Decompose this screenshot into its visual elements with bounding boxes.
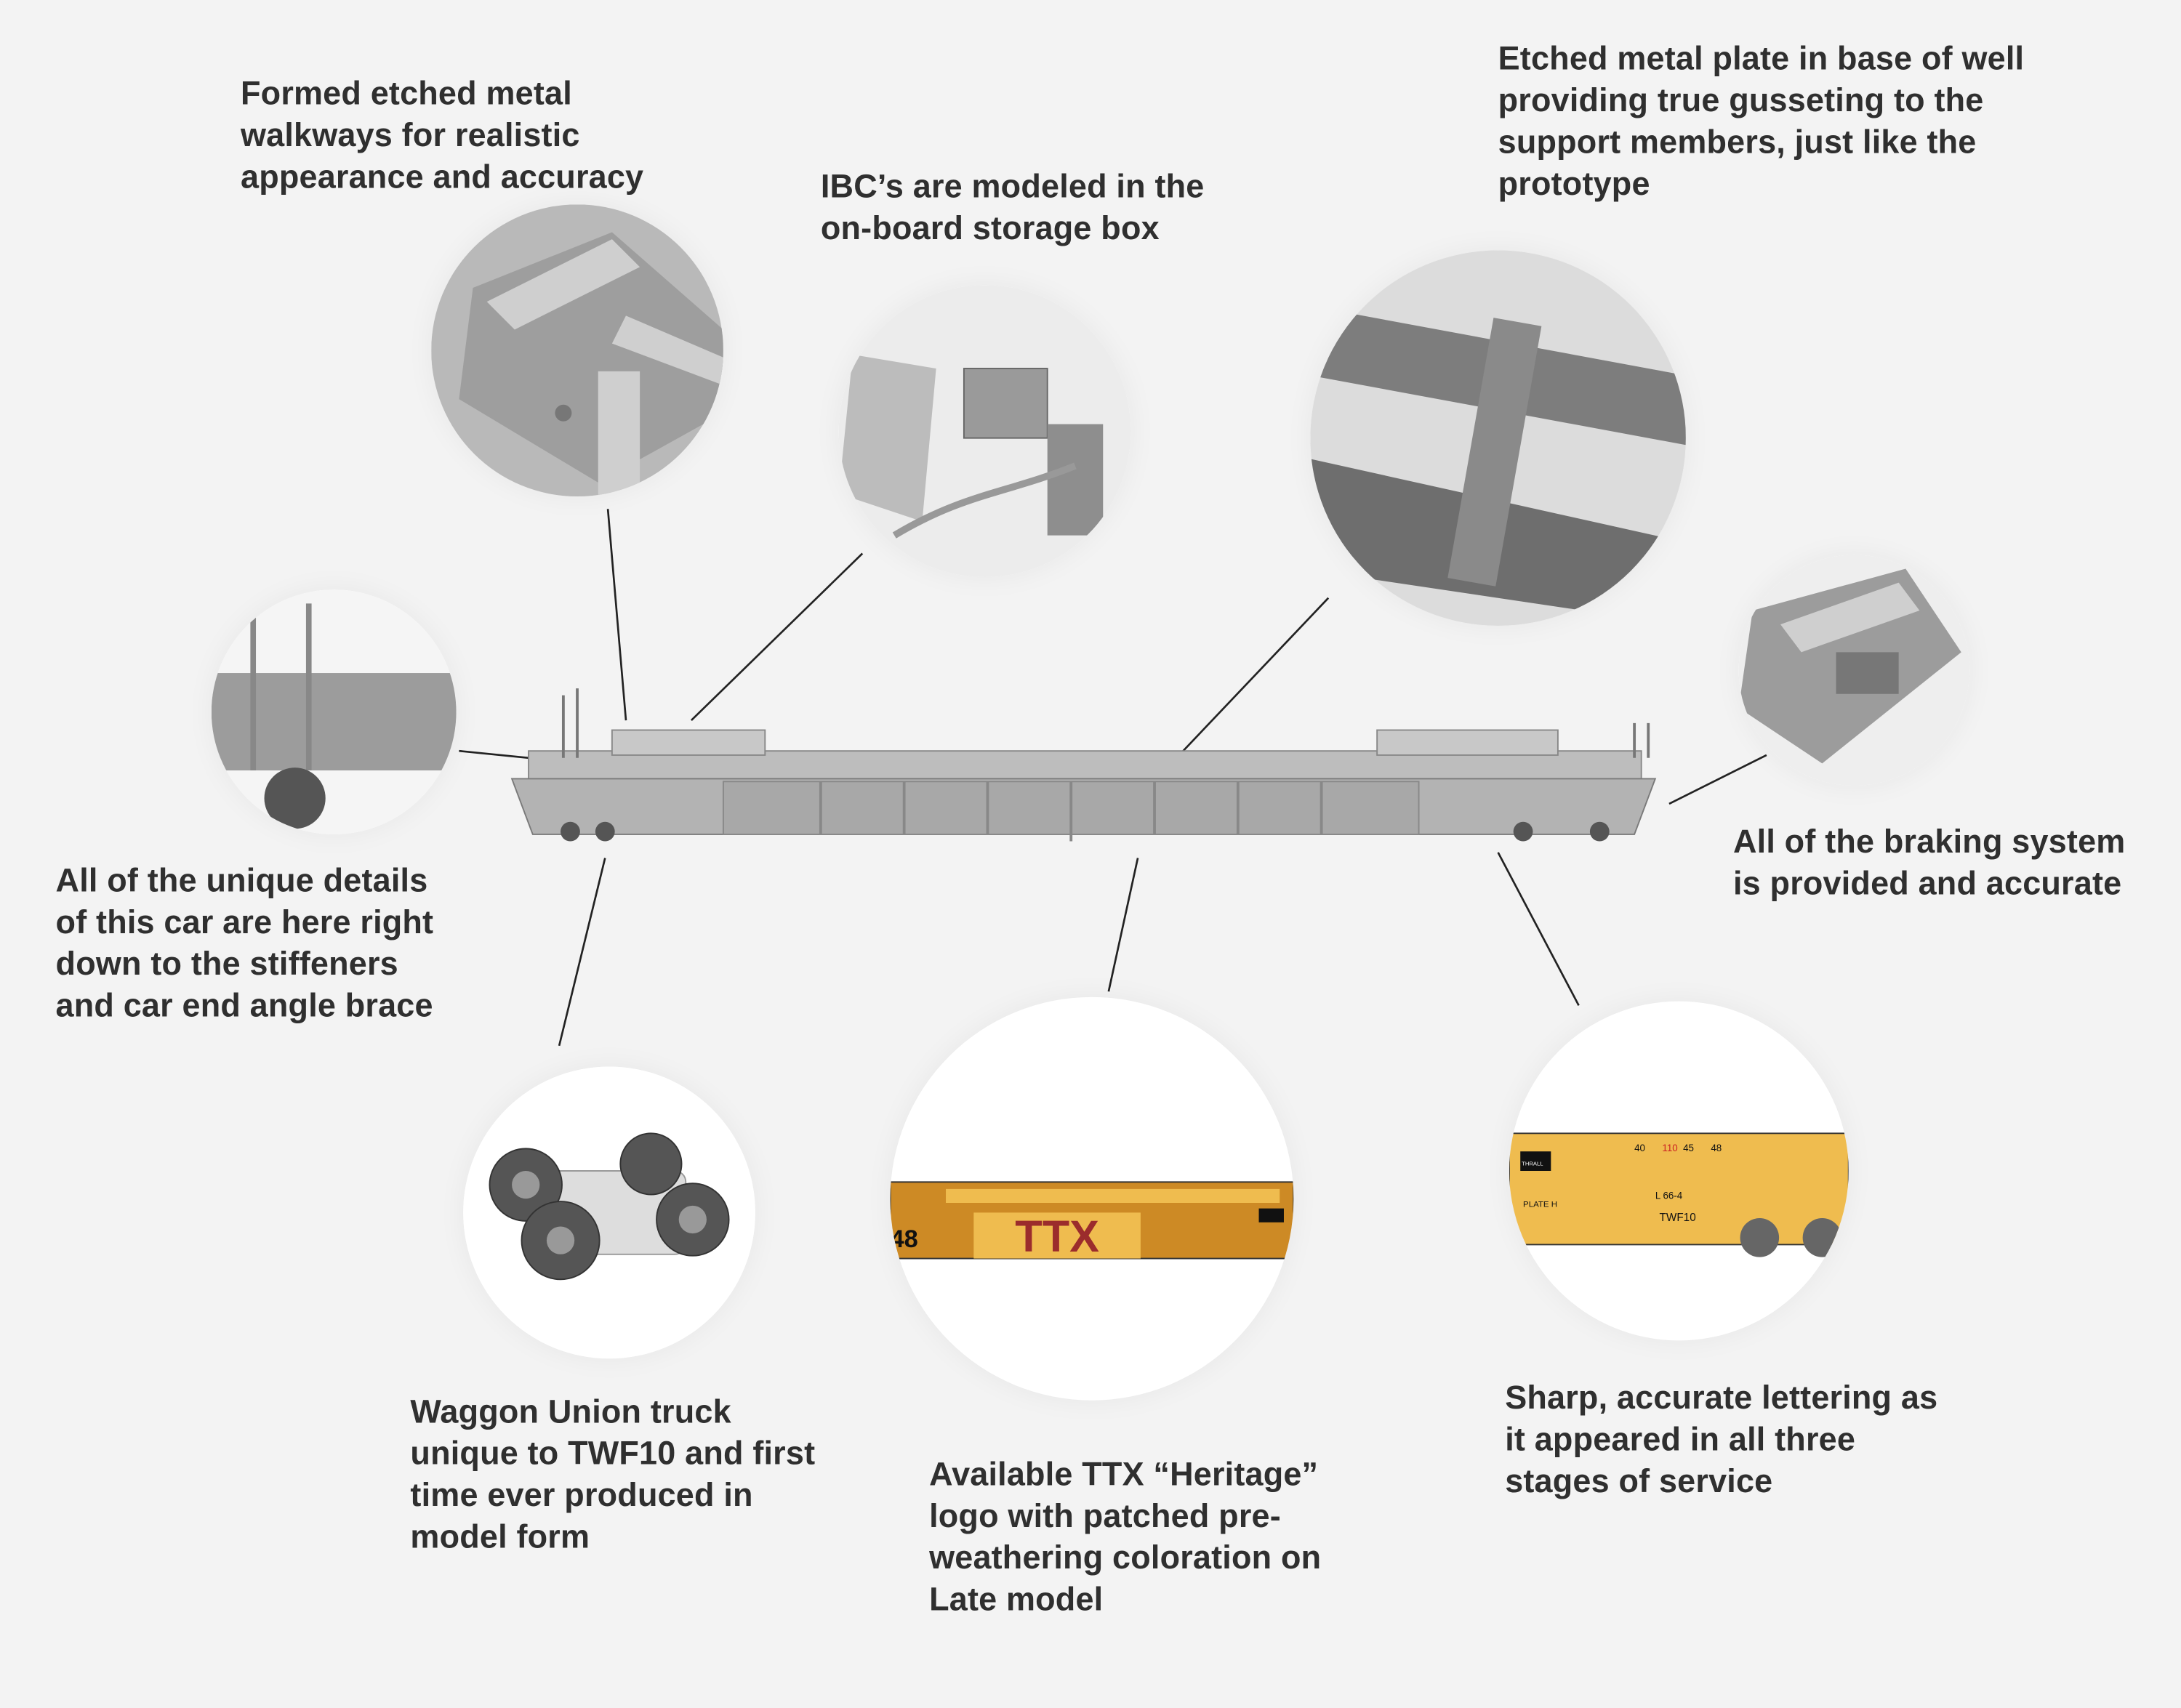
caption-line: All of the unique details: [55, 862, 428, 898]
car-end-detail-image: [211, 589, 457, 834]
caption-line: down to the stiffeners: [55, 946, 398, 982]
caption-line: model form: [410, 1518, 590, 1555]
caption-line: support members, just like the: [1498, 124, 1977, 161]
ttx-logo: TTX: [1015, 1212, 1099, 1261]
lettering-detail-image: 40 110 45 48 PLATE H L 66-4 TWF10 THRALL: [1509, 1001, 1849, 1341]
waggon-union-truck-image: [463, 1066, 755, 1359]
caption-line: is provided and accurate: [1732, 865, 2122, 901]
plate-marking: PLATE H: [1523, 1201, 1557, 1209]
caption-line: weathering coloration on: [929, 1539, 1322, 1576]
leader-line-lettering: [1497, 852, 1580, 1006]
caption-line: and car end angle brace: [55, 987, 433, 1024]
caption-line: Available TTX “Heritage”: [929, 1456, 1319, 1492]
caption-line: Formed etched metal: [241, 75, 572, 112]
caption-heritage: Available TTX “Heritage” logo with patch…: [929, 1453, 1321, 1620]
caption-line: on-board storage box: [820, 209, 1160, 246]
load-mark-110: 110: [1662, 1143, 1677, 1153]
load-mark-48: 48: [1711, 1143, 1722, 1153]
caption-line: walkways for realistic: [241, 116, 580, 153]
caption-line: Waggon Union truck: [410, 1393, 731, 1430]
caption-line: Sharp, accurate lettering as: [1505, 1379, 1938, 1416]
caption-line: providing true gusseting to the: [1498, 81, 1984, 118]
caption-line: unique to TWF10 and first: [410, 1435, 816, 1472]
car-body: [510, 688, 1657, 842]
caption-line: of this car are here right: [55, 903, 434, 940]
caption-line: time ever produced in: [410, 1476, 753, 1513]
caption-details: All of the unique details of this car ar…: [56, 859, 434, 1026]
caption-line: stages of service: [1505, 1462, 1773, 1499]
caption-truck: Waggon Union truck unique to TWF10 and f…: [410, 1390, 815, 1558]
caption-ibc: IBC’s are modeled in the on-board storag…: [821, 166, 1205, 249]
leader-line-heritage: [1107, 858, 1139, 992]
car-number: 48: [891, 1225, 918, 1253]
well-plate-detail-image: [1310, 250, 1686, 626]
ibc-storage-box-image: [838, 285, 1131, 578]
load-mark-45: 45: [1683, 1143, 1694, 1153]
caption-line: logo with patched pre-: [929, 1497, 1281, 1534]
caption-line: Late model: [929, 1581, 1104, 1618]
caption-line: IBC’s are modeled in the: [820, 168, 1205, 205]
caption-line: prototype: [1498, 165, 1650, 202]
ttx-heritage-logo-image: TTX 48: [890, 996, 1294, 1401]
builder-logo: THRALL: [1522, 1160, 1543, 1167]
caption-plate: Etched metal plate in base of well provi…: [1498, 38, 2025, 205]
class-marking: L 66-4: [1655, 1190, 1683, 1201]
caption-line: All of the braking system: [1732, 823, 2126, 860]
caption-braking: All of the braking system is provided an…: [1733, 821, 2125, 904]
caption-line: it appeared in all three: [1505, 1421, 1856, 1458]
reporting-marks: TWF10: [1660, 1212, 1696, 1224]
leader-line-plate: [1171, 597, 1330, 763]
caption-line: Etched metal plate in base of well: [1498, 40, 2025, 77]
load-mark-40: 40: [1634, 1143, 1645, 1153]
caption-line: appearance and accuracy: [241, 158, 644, 195]
braking-system-image: [1738, 555, 1970, 786]
leader-line-ibc: [690, 552, 864, 722]
caption-walkways: Formed etched metal walkways for realist…: [241, 72, 643, 197]
leader-line-truck: [558, 858, 606, 1047]
walkway-detail-image: [431, 204, 723, 497]
leader-line-walkways: [606, 509, 627, 721]
caption-lettering: Sharp, accurate lettering as it appeared…: [1505, 1377, 1937, 1502]
